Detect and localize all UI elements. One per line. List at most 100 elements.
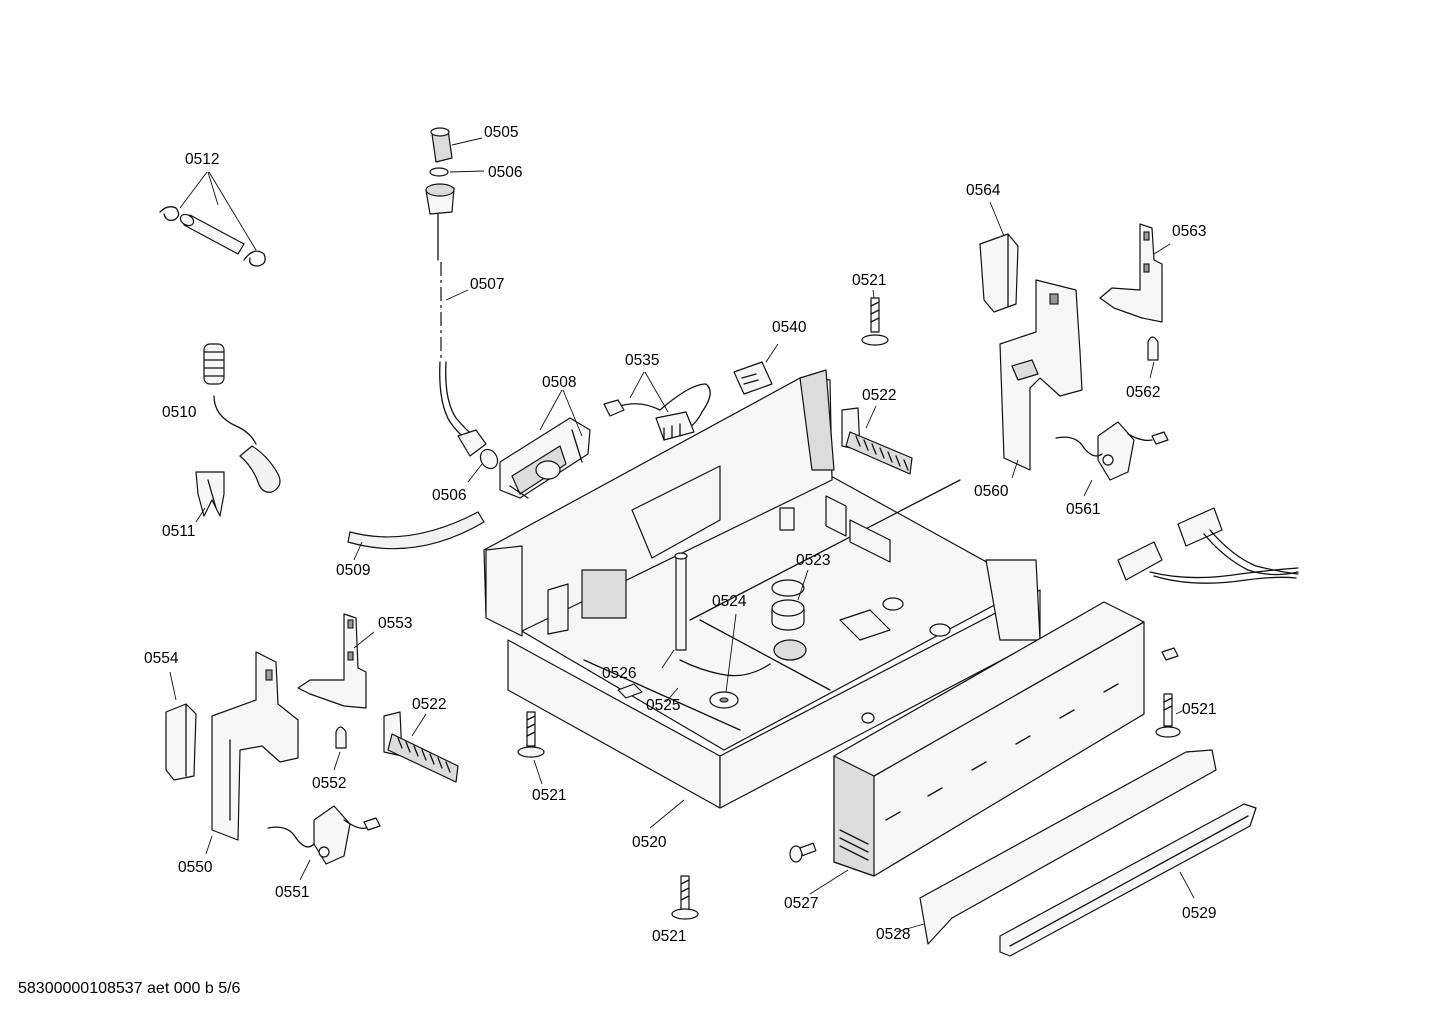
leader-0522-right [865, 405, 877, 429]
leader-0512 [179, 171, 257, 251]
part-0540-connector [733, 361, 773, 395]
label-0505: 0505 [484, 124, 518, 141]
part-0521-screw-middle [517, 711, 545, 758]
leader-0528 [895, 923, 925, 933]
label-0507: 0507 [470, 276, 504, 293]
label-0525: 0525 [646, 697, 680, 714]
leader-0522-left [411, 713, 427, 737]
part-0521-screw-right [1155, 647, 1181, 738]
label-0540: 0540 [772, 319, 807, 336]
part-0520-base-tub [483, 369, 1041, 809]
label-0550: 0550 [178, 859, 213, 876]
part-0522-hinge-spring-left [383, 711, 459, 783]
label-0535: 0535 [625, 352, 659, 369]
part-0560-hinge-bracket [999, 279, 1083, 471]
leader-0560 [1011, 459, 1019, 479]
label-0509: 0509 [336, 562, 370, 579]
leader-0527 [809, 869, 849, 895]
part-0512-pipe-with-clamps [159, 206, 266, 267]
leader-0535 [629, 371, 669, 413]
part-0550-hinge-bracket [211, 651, 299, 841]
part-0510-drain-hose [203, 343, 281, 493]
label-0529: 0529 [1182, 905, 1216, 922]
leader-0506-lower [467, 463, 483, 483]
label-0521-top: 0521 [852, 272, 886, 289]
leader-0553 [353, 631, 375, 649]
label-0562: 0562 [1126, 384, 1160, 401]
label-0560: 0560 [974, 483, 1009, 500]
label-0527: 0527 [784, 895, 818, 912]
label-0520: 0520 [632, 834, 667, 851]
label-0511: 0511 [162, 523, 195, 540]
leader-0505 [451, 137, 483, 146]
leader-0564 [989, 201, 1005, 237]
label-0553: 0553 [378, 615, 412, 632]
part-0563-bracket [1099, 223, 1163, 323]
part-0561-switch [1055, 421, 1169, 481]
label-0552: 0552 [312, 775, 346, 792]
part-0507-inlet-hose [425, 183, 487, 457]
label-0554: 0554 [144, 650, 179, 667]
part-0554-cover [165, 703, 197, 781]
part-0535-cable-harness [603, 383, 711, 441]
label-0521-bottom: 0521 [652, 928, 686, 945]
label-0564: 0564 [966, 182, 1001, 199]
part-0511-clip [195, 471, 225, 517]
part-0506-ring-top [429, 167, 449, 177]
part-0525-wire [679, 659, 771, 677]
leader-0523 [797, 569, 809, 601]
leader-0554 [169, 671, 177, 701]
label-0551: 0551 [275, 884, 309, 901]
leader-0562 [1149, 361, 1155, 379]
part-0551-switch [267, 805, 381, 865]
leader-0552 [333, 751, 341, 771]
leader-0509 [353, 541, 363, 561]
leader-0529 [1179, 871, 1195, 899]
label-0521-middle: 0521 [532, 787, 566, 804]
label-0563: 0563 [1172, 223, 1206, 240]
leader-0521-middle [533, 759, 543, 785]
part-0529-trim-strip [999, 803, 1257, 957]
part-0508-valve-assembly [499, 417, 591, 499]
drawing-id-footer: 58300000108537 aet 000 b 5/6 [18, 980, 241, 997]
part-0509-connector-hose [347, 511, 485, 550]
label-0526: 0526 [602, 665, 636, 682]
part-0527-screw [789, 842, 817, 863]
leader-0507 [445, 289, 469, 301]
leader-0521-top [872, 289, 875, 299]
leader-0540 [765, 343, 779, 363]
part-0506-ring-lower [479, 448, 499, 470]
part-0528-kickplate [833, 601, 1217, 945]
part-0552-hook [335, 726, 347, 749]
label-0508: 0508 [542, 374, 576, 391]
leader-0524 [725, 613, 737, 693]
leader-0508 [539, 389, 583, 437]
label-0510: 0510 [162, 404, 197, 421]
label-0561: 0561 [1066, 501, 1100, 518]
label-0522-right: 0522 [862, 387, 896, 404]
leader-0521-right [1175, 709, 1185, 715]
part-0521-screw-top [861, 297, 889, 346]
leader-0525 [665, 687, 679, 703]
leader-0511 [195, 507, 206, 523]
part-0522-hinge-spring-right [841, 407, 913, 475]
leader-0526 [661, 649, 675, 669]
part-0553-bracket [297, 613, 367, 709]
part-connector-harness [1117, 507, 1299, 584]
part-0505-cap [430, 127, 453, 163]
label-0522-left: 0522 [412, 696, 446, 713]
leader-0551 [299, 859, 311, 881]
leader-0550 [205, 835, 213, 855]
part-0564-cover [979, 233, 1019, 313]
label-0506-top: 0506 [488, 164, 522, 181]
label-0523: 0523 [796, 552, 830, 569]
label-0521-right: 0521 [1182, 701, 1216, 718]
part-0521-screw-bottom [671, 875, 699, 920]
part-0562-hook [1147, 336, 1159, 361]
leader-0506-top [449, 170, 485, 173]
leader-0563 [1153, 243, 1171, 255]
leader-0520 [649, 799, 685, 829]
label-0512: 0512 [185, 151, 219, 168]
